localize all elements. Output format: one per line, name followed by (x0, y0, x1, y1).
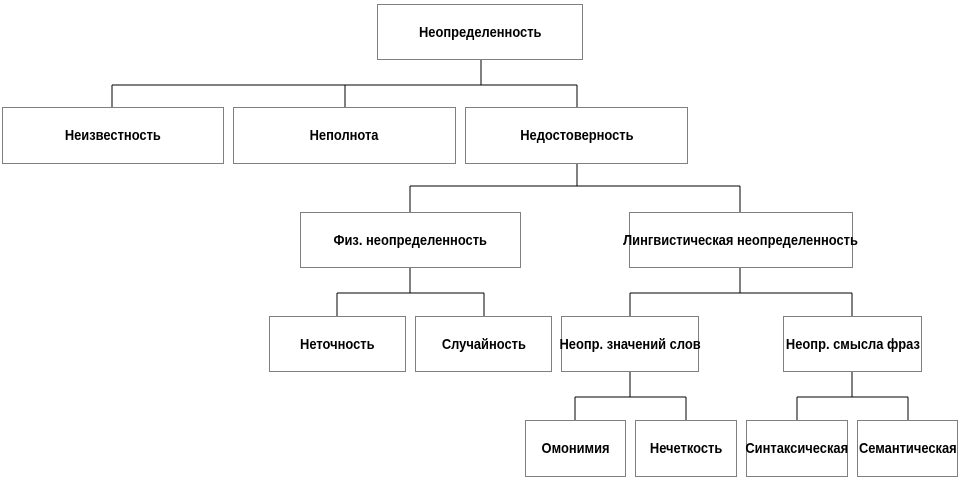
node-label: Неточность (300, 335, 375, 353)
node-label: Синтаксическая (745, 440, 849, 457)
node-label: Неполнота (310, 127, 379, 144)
node-label: Омонимия (541, 440, 610, 457)
node-randomness: Случайность (415, 316, 552, 372)
node-unreliable: Недостоверность (465, 107, 688, 164)
node-label: Лингвистическая неопределенность (623, 231, 859, 249)
node-word-meaning: Неопр. значений слов (559, 316, 701, 372)
node-label: Неопределенность (418, 23, 542, 41)
node-label: Неизвестность (64, 127, 162, 144)
node-label: Неопр. значений слов (559, 335, 701, 353)
node-label: Случайность (441, 335, 526, 353)
node-uncertainty-root: Неопределенность (377, 4, 583, 60)
node-linguistic-uncertainty: Лингвистическая неопределенность (624, 212, 858, 268)
node-label: Физ. неопределенность (333, 231, 488, 249)
node-syntactic: Синтаксическая (746, 420, 848, 477)
node-physical-uncertainty: Физ. неопределенность (300, 212, 521, 268)
node-unknown: Неизвестность (2, 107, 224, 164)
node-label: Семантическая (858, 440, 957, 457)
node-label: Неопр. смысла фраз (785, 335, 920, 353)
node-fuzziness: Нечеткость (635, 420, 737, 477)
node-label: Недостоверность (519, 127, 634, 144)
node-inaccuracy: Неточность (269, 316, 406, 372)
node-label: Нечеткость (649, 440, 723, 457)
node-phrase-meaning: Неопр. смысла фраз (783, 316, 922, 372)
node-homonymy: Омонимия (525, 420, 626, 477)
node-incomplete: Неполнота (233, 107, 456, 164)
node-semantic: Семантическая (857, 420, 958, 477)
